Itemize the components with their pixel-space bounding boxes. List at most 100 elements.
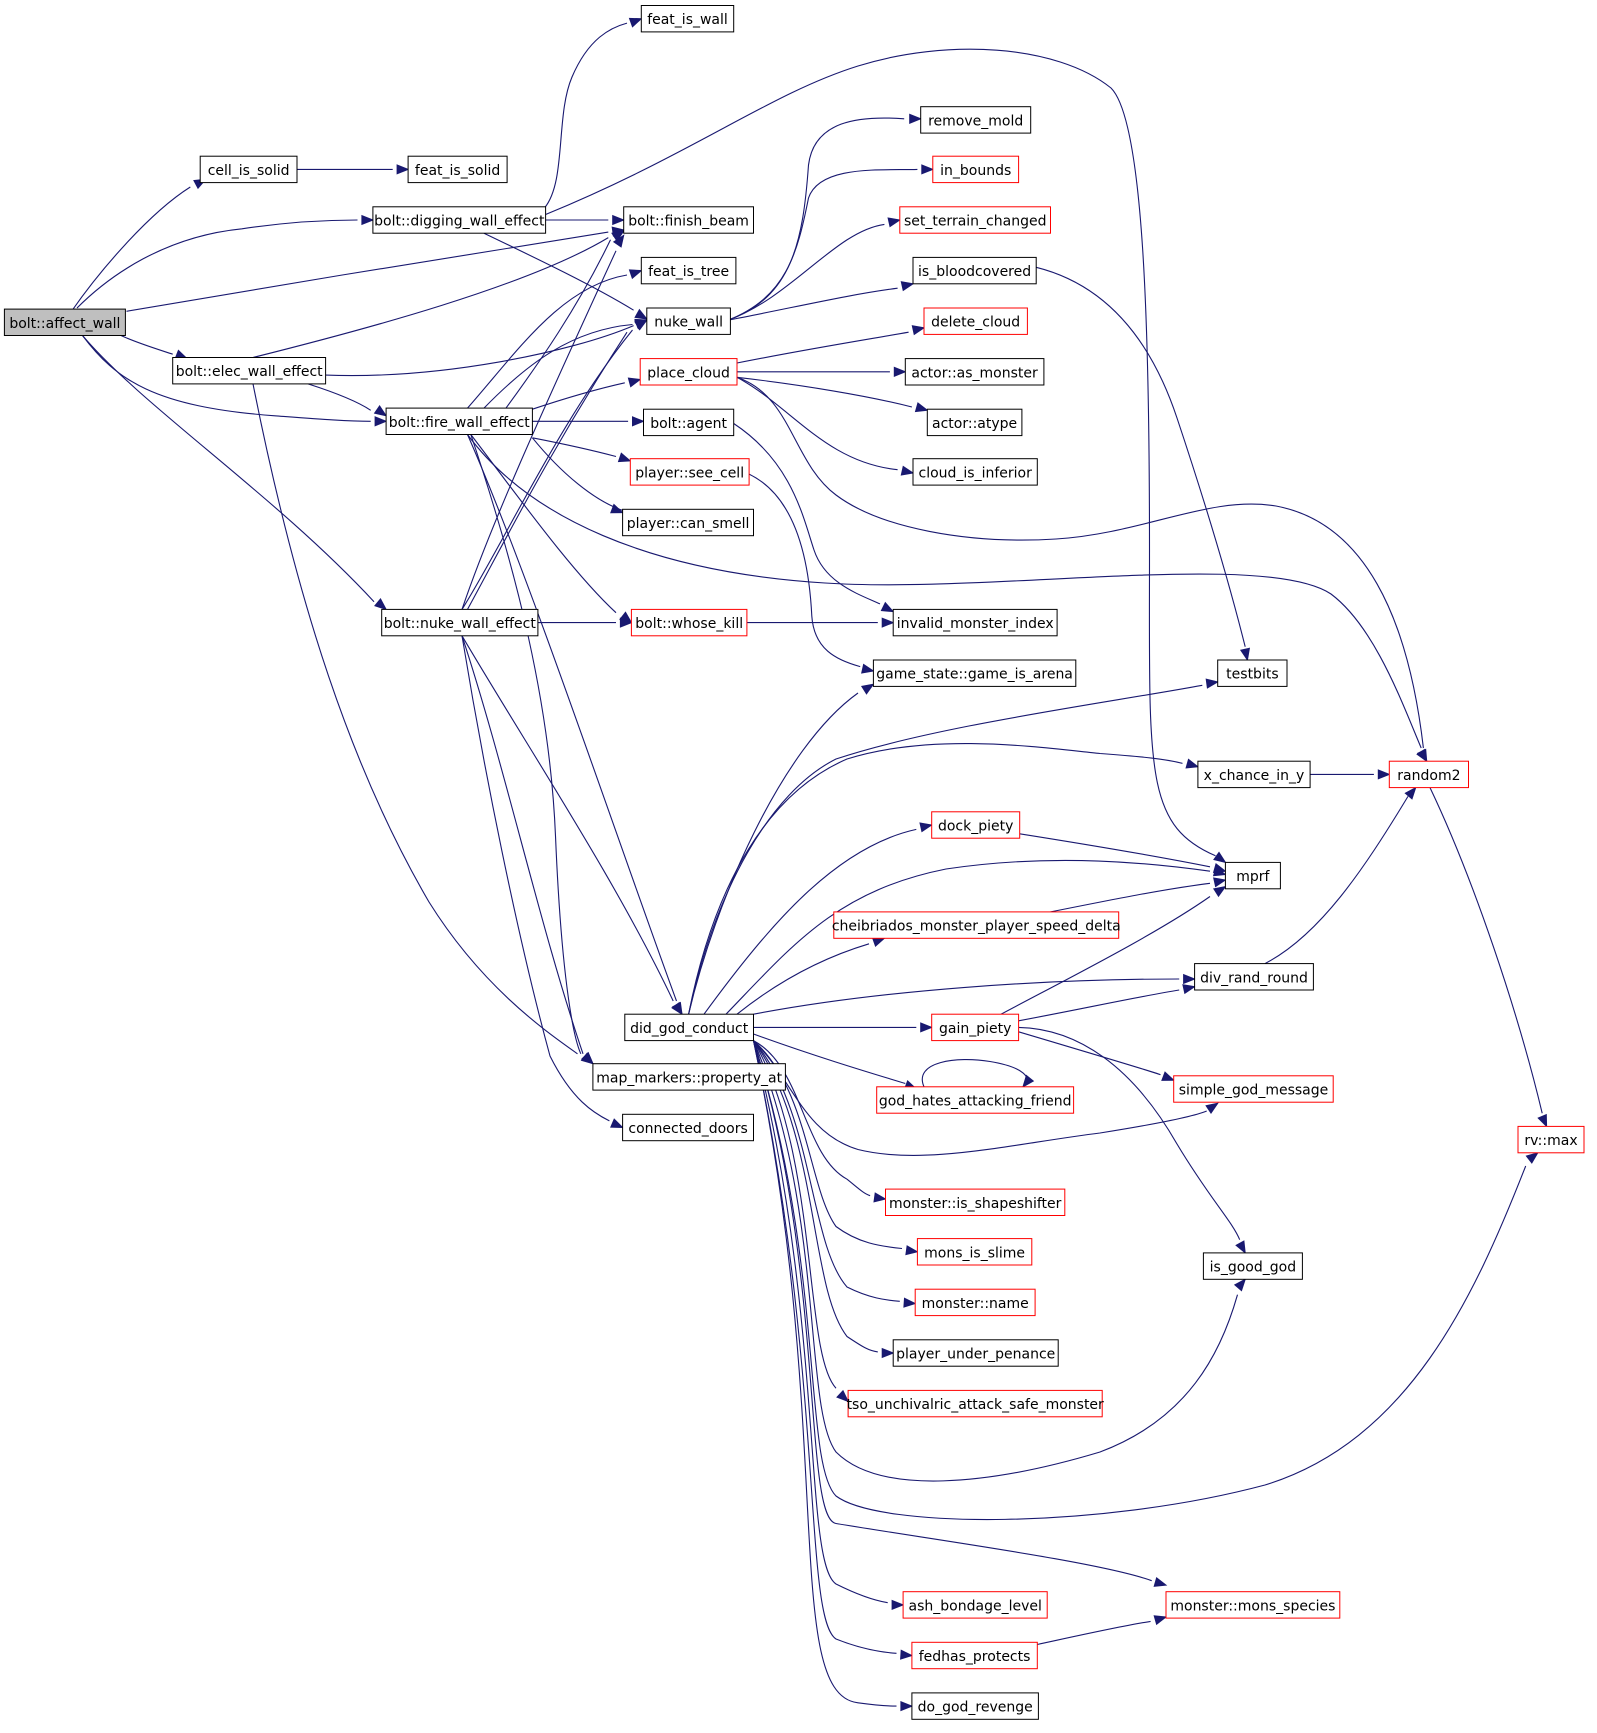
node-see-cell[interactable]: player::see_cell (629, 458, 750, 486)
node-feat-is-solid[interactable]: feat_is_solid (407, 155, 508, 184)
node-cell-is-solid[interactable]: cell_is_solid (199, 155, 298, 184)
node-connected-doors[interactable]: connected_doors (622, 1113, 754, 1142)
arrowhead (619, 617, 633, 628)
node-affect-wall[interactable]: bolt::affect_wall (3, 308, 126, 337)
node-random2[interactable]: random2 (1388, 760, 1470, 789)
node-delete-cloud[interactable]: delete_cloud (923, 307, 1028, 335)
node-did-god-conduct[interactable]: did_god_conduct (624, 1013, 754, 1042)
node-rv-max[interactable]: rv::max (1517, 1125, 1585, 1154)
node-tso[interactable]: tso_unchivalric_attack_safe_monster (847, 1389, 1104, 1418)
arrowhead (1212, 863, 1227, 873)
node-player-under-penance[interactable]: player_under_penance (892, 1339, 1059, 1367)
node-label: gain_piety (939, 1021, 1011, 1037)
arrowhead (1213, 877, 1227, 888)
node-label: cloud_is_inferior (919, 465, 1033, 481)
node-finish-beam[interactable]: bolt::finish_beam (623, 206, 755, 234)
node-mons-species[interactable]: monster::mons_species (1165, 1591, 1341, 1619)
node-in-bounds[interactable]: in_bounds (932, 155, 1020, 184)
node-simple-god-message[interactable]: simple_god_message (1173, 1075, 1334, 1103)
node-label: monster::name (922, 1296, 1029, 1312)
arrowhead (634, 319, 648, 331)
node-fire-wall-effect[interactable]: bolt::fire_wall_effect (385, 407, 533, 436)
node-feat-is-tree[interactable]: feat_is_tree (640, 256, 737, 285)
node-game-is-arena[interactable]: game_state::game_is_arena (872, 659, 1077, 687)
node-as-monster[interactable]: actor::as_monster (904, 358, 1045, 386)
node-elec-wall-effect[interactable]: bolt::elec_wall_effect (172, 357, 327, 385)
node-digging-wall-effect[interactable]: bolt::digging_wall_effect (372, 206, 547, 234)
node-box (885, 1188, 1066, 1216)
node-is-shapeshifter[interactable]: monster::is_shapeshifter (885, 1188, 1066, 1216)
call-edge (753, 1040, 1207, 1156)
arrowhead (1525, 1151, 1539, 1164)
node-box (372, 206, 547, 234)
node-box (640, 5, 735, 33)
node-gain-piety[interactable]: gain_piety (931, 1013, 1020, 1042)
node-god-hates[interactable]: god_hates_attacking_friend (876, 1086, 1075, 1114)
node-div-rand-round[interactable]: div_rand_round (1194, 963, 1314, 991)
arrowhead (1161, 1071, 1175, 1081)
call-edge (728, 223, 885, 321)
node-box (912, 256, 1037, 285)
arrowhead (1212, 885, 1227, 898)
node-fedhas-protects[interactable]: fedhas_protects (911, 1641, 1038, 1670)
node-box (892, 1339, 1059, 1367)
node-nuke-wall-effect[interactable]: bolt::nuke_wall_effect (381, 608, 539, 637)
arrowhead (634, 308, 648, 320)
node-testbits[interactable]: testbits (1217, 659, 1288, 687)
node-label: nuke_wall (654, 315, 723, 331)
node-set-terrain-changed[interactable]: set_terrain_changed (899, 206, 1051, 234)
arrowhead (921, 164, 935, 175)
node-can-smell[interactable]: player::can_smell (622, 508, 754, 537)
node-cheibriados[interactable]: cheibriados_monster_player_speed_delta (832, 911, 1121, 939)
node-label: feat_is_tree (648, 264, 729, 280)
arrowhead (909, 113, 923, 124)
arrowhead (900, 281, 915, 292)
node-atype[interactable]: actor::atype (926, 408, 1023, 437)
node-label: mprf (1236, 869, 1270, 885)
node-label: is_bloodcovered (918, 264, 1031, 280)
node-place-cloud[interactable]: place_cloud (639, 358, 738, 386)
call-edge (505, 239, 611, 409)
node-nuke-wall[interactable]: nuke_wall (646, 307, 731, 335)
node-is-bloodcovered[interactable]: is_bloodcovered (912, 256, 1037, 285)
node-label: did_god_conduct (630, 1021, 749, 1037)
call-edge (736, 376, 898, 471)
node-box (592, 1063, 786, 1091)
node-remove-mold[interactable]: remove_mold (920, 106, 1032, 134)
node-feat-is-wall[interactable]: feat_is_wall (640, 5, 735, 33)
arrowhead (1153, 1576, 1168, 1587)
node-whose-kill[interactable]: bolt::whose_kill (630, 608, 748, 637)
node-property-at[interactable]: map_markers::property_at (592, 1063, 786, 1091)
arrowhead (617, 452, 632, 463)
call-edge (461, 329, 633, 610)
node-do-god-revenge[interactable]: do_god_revenge (911, 1692, 1039, 1720)
call-edge (466, 434, 678, 1002)
node-cloud-is-inferior[interactable]: cloud_is_inferior (912, 458, 1038, 486)
node-box (876, 1086, 1075, 1114)
node-mons-is-slime[interactable]: mons_is_slime (916, 1238, 1033, 1266)
call-edge (252, 383, 578, 1055)
node-agent[interactable]: bolt::agent (643, 408, 735, 437)
node-invalid-monster-index[interactable]: invalid_monster_index (892, 608, 1058, 637)
node-monster-name[interactable]: monster::name (914, 1288, 1036, 1317)
arrowhead (873, 1192, 887, 1203)
call-edge (76, 219, 358, 309)
node-dock-piety[interactable]: dock_piety (931, 811, 1021, 839)
node-label: connected_doors (628, 1121, 747, 1137)
node-ash-bondage[interactable]: ash_bondage_level (902, 1591, 1048, 1619)
node-mprf[interactable]: mprf (1224, 861, 1281, 890)
call-edge (461, 635, 610, 1122)
arrowhead (671, 1001, 683, 1016)
arrowhead (881, 617, 895, 628)
node-x-chance-in-y[interactable]: x_chance_in_y (1197, 760, 1311, 789)
node-box (646, 307, 731, 335)
call-edge (736, 943, 870, 1015)
call-edge (483, 232, 634, 311)
call-edge (467, 434, 1422, 749)
node-box (912, 458, 1038, 486)
arrowhead (861, 663, 875, 674)
node-box (407, 155, 508, 184)
call-edge (752, 1040, 888, 1604)
node-is-good-god[interactable]: is_good_god (1202, 1252, 1303, 1280)
call-edge (753, 1040, 900, 1302)
